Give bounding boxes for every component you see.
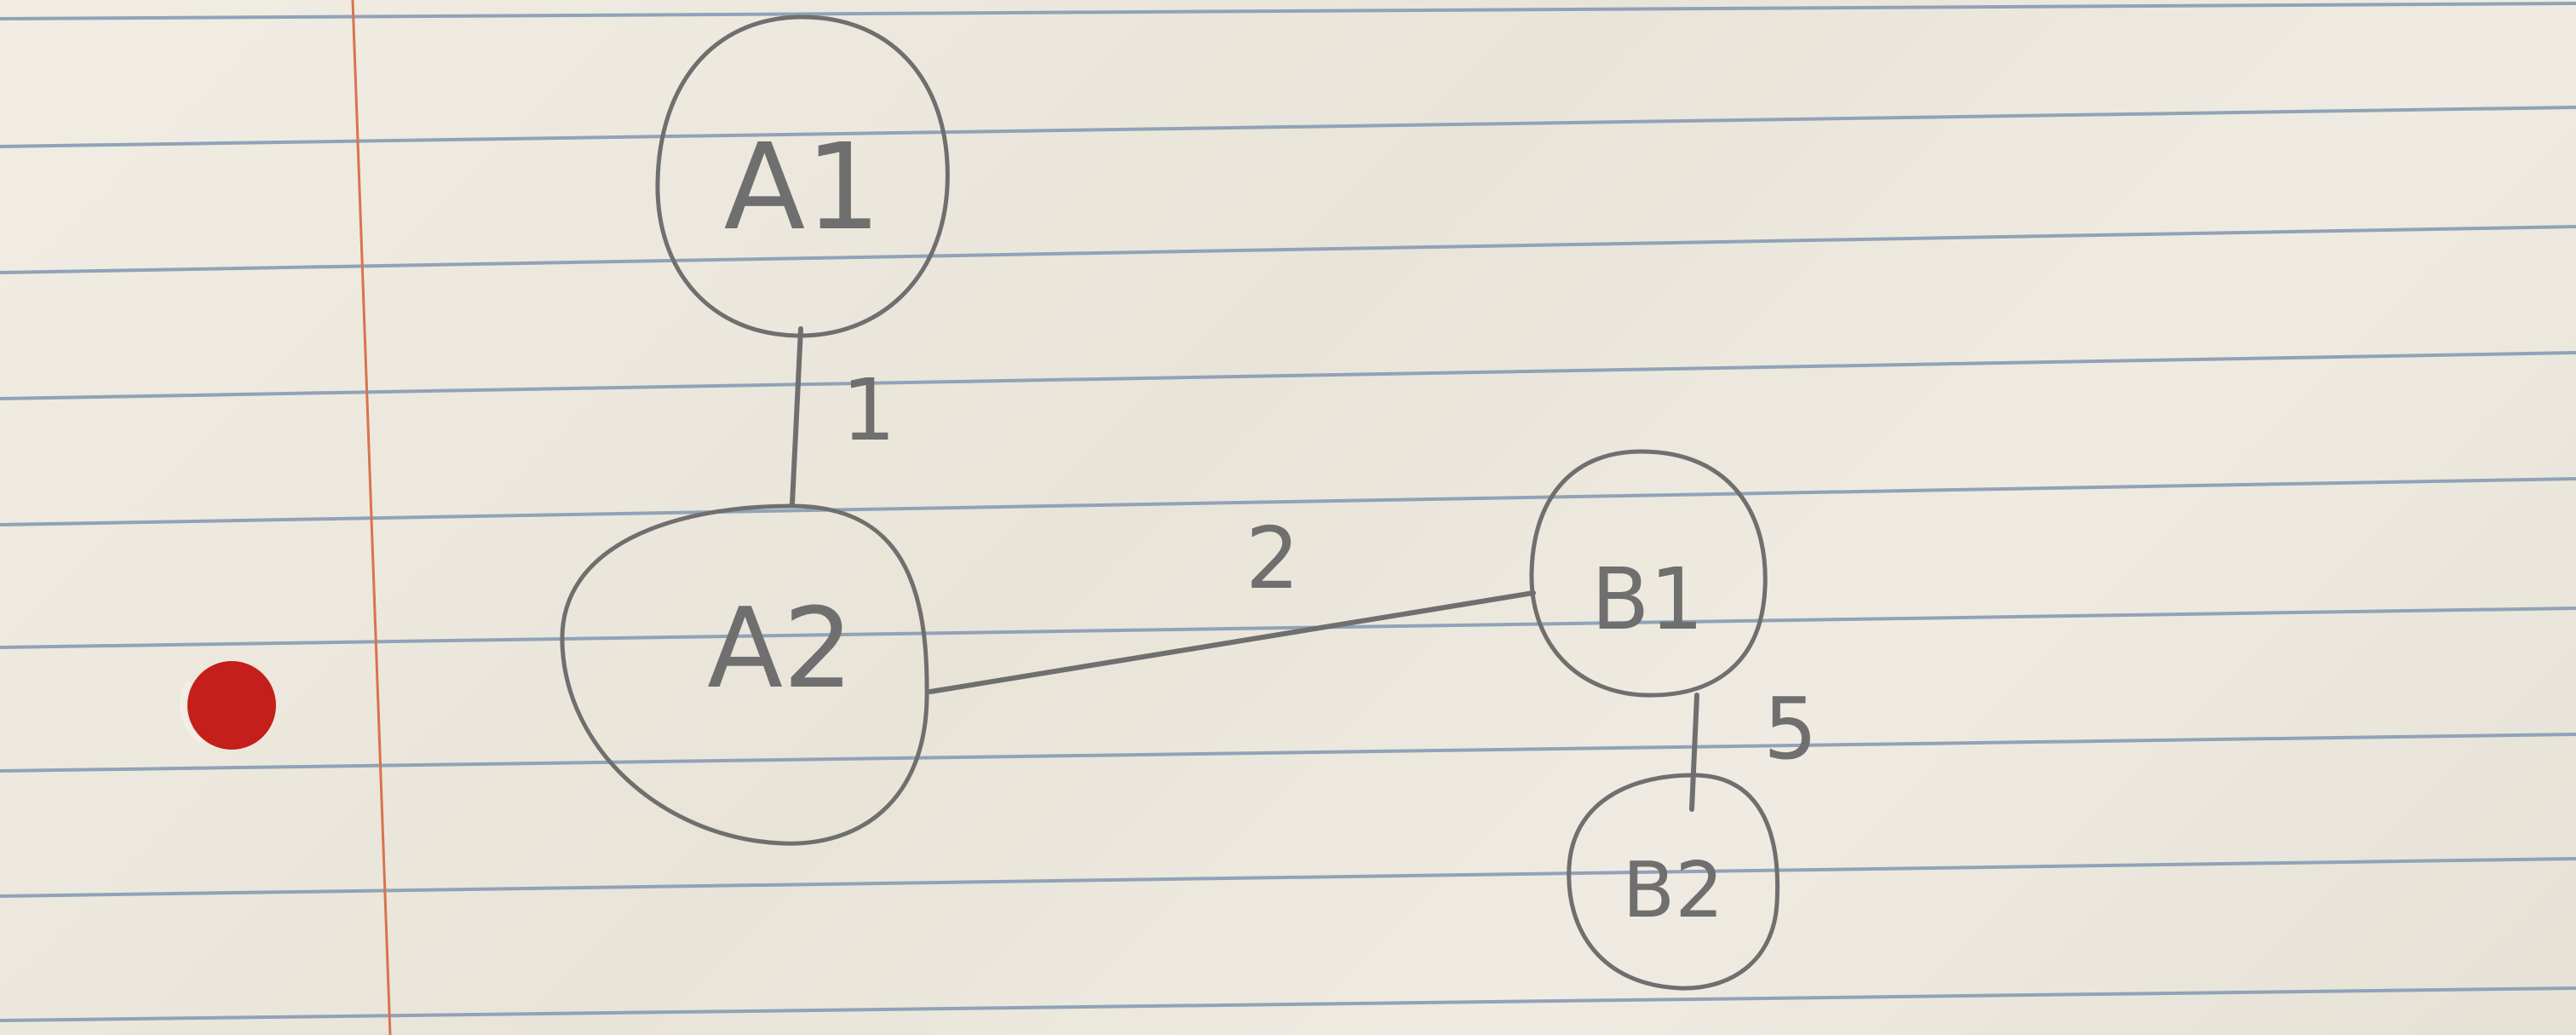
edge-weight-a1-a2: 1	[842, 360, 896, 460]
rule-line	[0, 2, 2576, 20]
margin-line	[351, 0, 392, 1035]
node-label-a2: A2	[707, 584, 854, 713]
node-label-a1: A1	[724, 118, 882, 257]
node-label-b1: B1	[1591, 549, 1704, 649]
edges	[790, 326, 1699, 812]
rule-line	[0, 857, 2576, 898]
rule-line	[0, 733, 2576, 773]
edge-a1-a2	[790, 326, 803, 507]
rule-line	[0, 477, 2576, 526]
node-label-b2: B2	[1622, 846, 1723, 935]
node-b2-circle	[1567, 773, 1780, 991]
edge-b1-b2	[1689, 693, 1699, 812]
rule-line	[0, 225, 2576, 274]
rule-line	[0, 351, 2576, 400]
rule-line	[0, 607, 2576, 649]
rule-line	[0, 106, 2576, 148]
edge-weight-a2-b1: 2	[1245, 509, 1300, 608]
nodes	[560, 14, 1780, 991]
punch-hole	[187, 661, 276, 750]
edge-a2-b1	[928, 590, 1536, 694]
rule-line	[0, 986, 2576, 1022]
node-b1-circle	[1529, 449, 1768, 698]
punch-hole-shadow	[180, 680, 203, 744]
node-a1-circle	[655, 14, 950, 338]
edge-weight-b1-b2: 5	[1763, 679, 1818, 779]
node-a2-circle	[560, 503, 929, 846]
